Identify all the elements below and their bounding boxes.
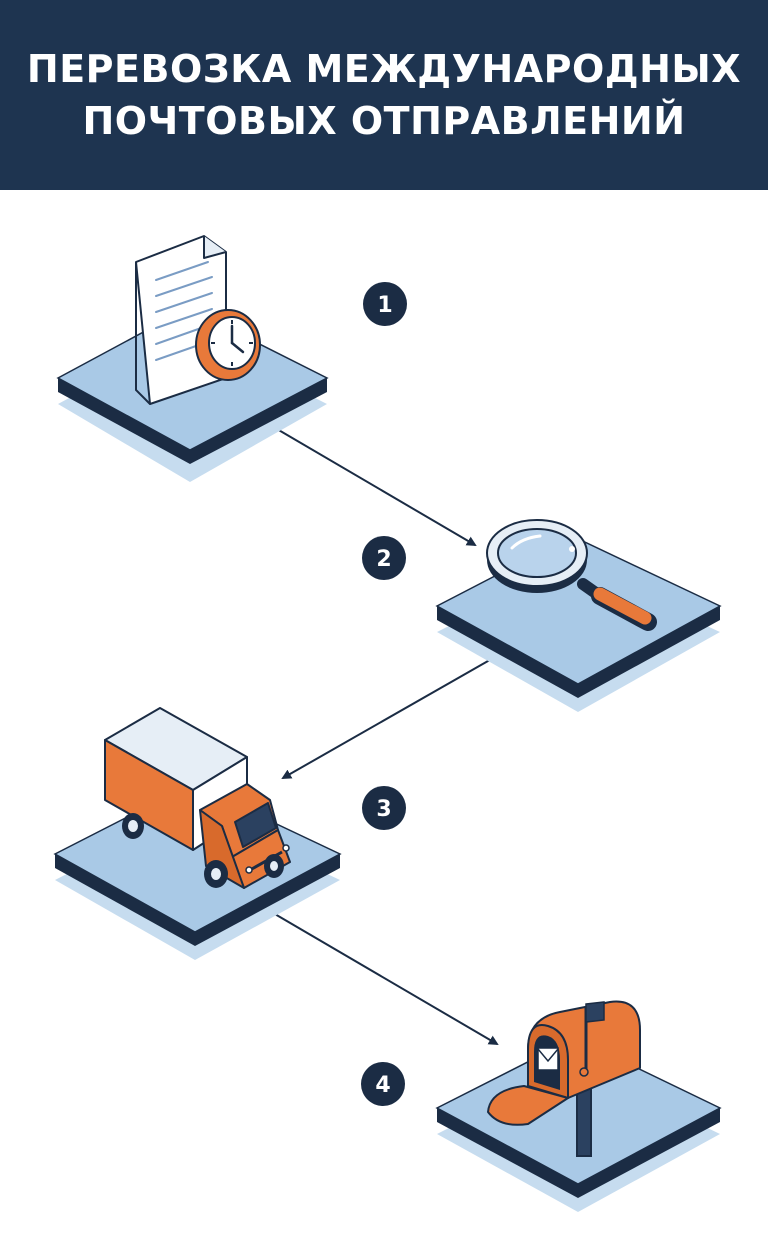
page-title-line-1: ПЕРЕВОЗКА МЕЖДУНАРОДНЫХ [26,47,742,91]
page-title-line-2: ПОЧТОВЫХ ОТПРАВЛЕНИЙ [82,99,686,143]
magnifying-glass-icon [486,519,657,631]
page-header: ПЕРЕВОЗКА МЕЖДУНАРОДНЫХ ПОЧТОВЫХ ОТПРАВЛ… [0,0,768,190]
document-clock-icon [135,235,261,405]
magnifier-handle [577,578,657,631]
step-1-number-badge: 1 [363,282,407,326]
clock-icon [195,309,261,381]
step-4-number-badge: 4 [361,1062,405,1106]
step-2-number: 2 [376,547,391,572]
delivery-truck-icon [104,707,291,889]
step-4-number: 4 [375,1073,390,1098]
step-3-number-badge: 3 [362,786,406,830]
arrow-1-to-2 [264,421,477,547]
step-1-number: 1 [377,293,392,318]
step-1: 1 [56,235,407,482]
letter-icon [537,1047,559,1071]
step-2: 2 [362,519,722,712]
step-3-number: 3 [376,797,391,822]
step-4: 4 [361,1000,722,1212]
mailbox-icon [487,1000,641,1157]
arrow-2-to-3 [281,656,496,779]
step-2-number-badge: 2 [362,536,406,580]
arrow-3-to-4 [267,909,499,1046]
step-3: 3 [53,707,406,960]
